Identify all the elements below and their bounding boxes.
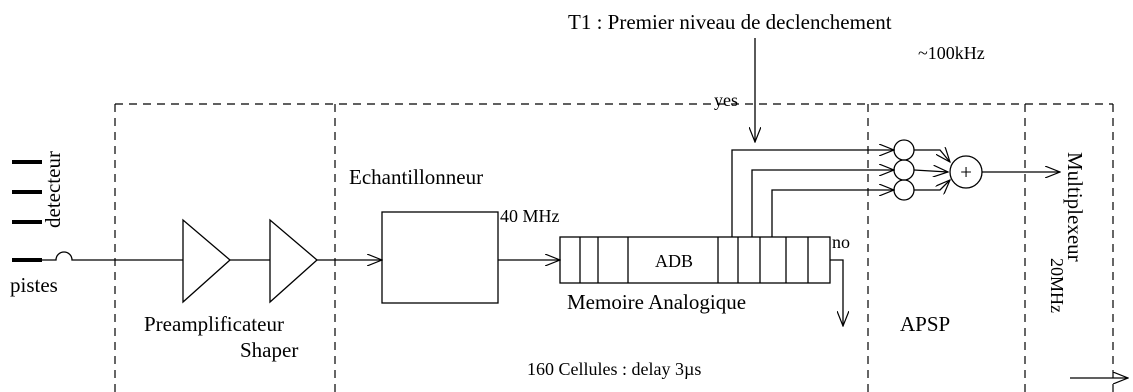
multiplexer-rate: 20MHz	[1047, 258, 1067, 313]
detector-strips	[12, 160, 42, 262]
trigger-title: T1 : Premier niveau de declenchement	[568, 10, 892, 34]
dashed-frames	[114, 103, 1114, 392]
weight-circle-3	[893, 179, 915, 201]
memory-label: Memoire Analogique	[567, 290, 746, 314]
memory-tap-1	[731, 150, 894, 237]
trigger-yes-label: yes	[714, 90, 738, 110]
no-discard-arrow	[830, 259, 843, 326]
preamp-label: Preamplificateur	[144, 312, 284, 336]
weight-circle-1	[893, 139, 915, 161]
trigger-rate: ~100kHz	[918, 43, 985, 63]
strip-signal-line	[42, 251, 183, 261]
no-label: no	[832, 232, 850, 252]
multiplexer-label: Multiplexeur	[1063, 152, 1087, 262]
summer-plus: +	[960, 160, 972, 184]
shaper-triangle	[269, 218, 318, 304]
cells-label: 160 Cellules : delay 3µs	[527, 359, 701, 379]
memory-tap-3	[771, 190, 894, 237]
weight-circle-2	[893, 159, 915, 181]
clock-label: 40 MHz	[500, 206, 560, 226]
sampler-box	[381, 211, 499, 304]
analog-memory-pipeline	[559, 236, 831, 284]
memory-tap-2	[751, 170, 894, 237]
shaper-label: Shaper	[240, 338, 298, 362]
adb-label: ADB	[655, 251, 693, 271]
sampler-label: Echantillonneur	[349, 165, 483, 189]
detector-label: detecteur	[41, 151, 65, 228]
preamplifier-triangle	[182, 218, 231, 304]
strips-label: pistes	[10, 273, 58, 297]
apsp-label: APSP	[900, 312, 950, 336]
